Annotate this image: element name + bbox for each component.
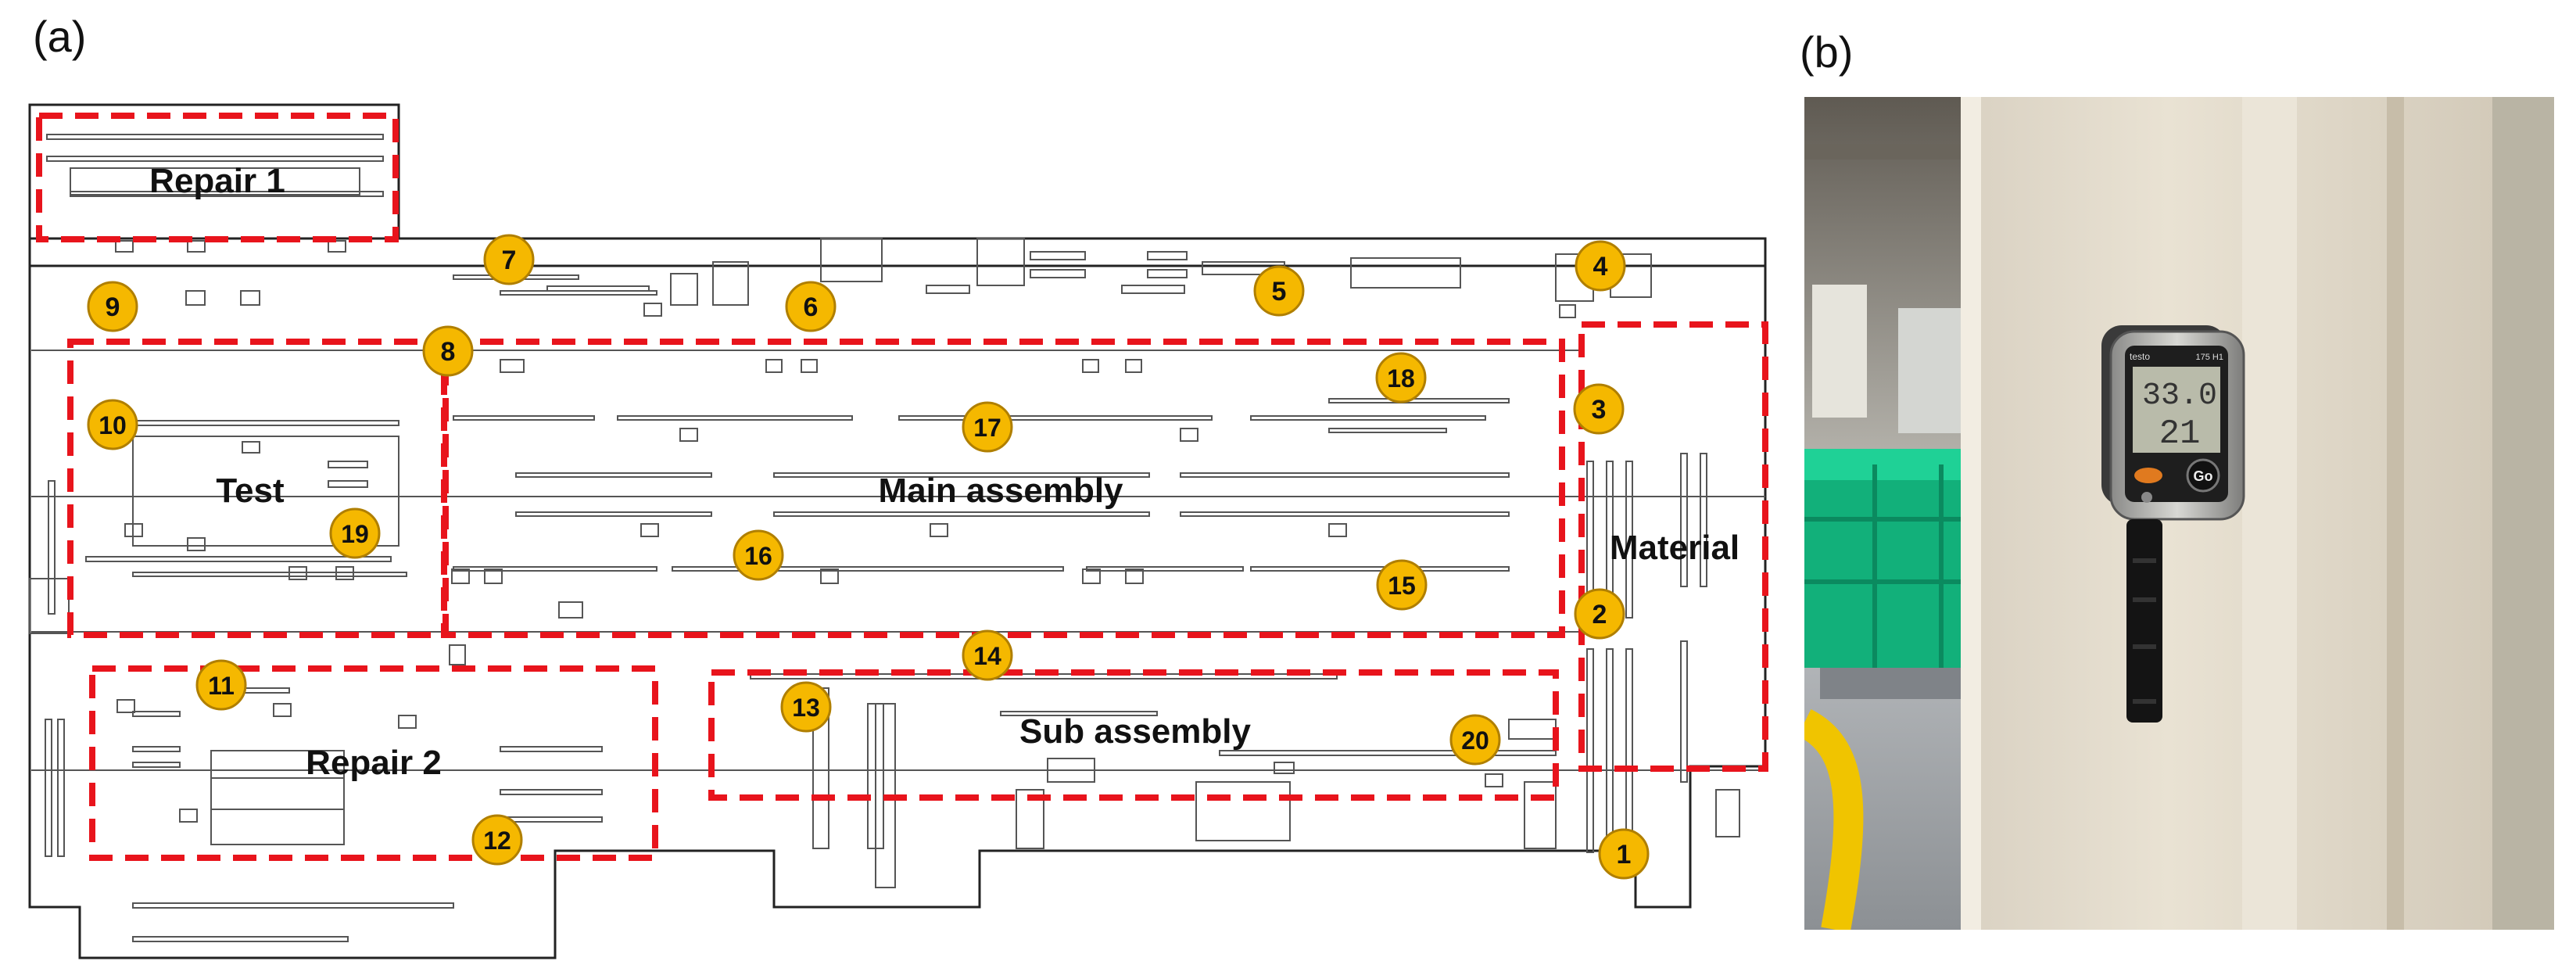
sensor-marker-circle bbox=[1573, 383, 1625, 435]
temperature-humidity-logger: testo 175 H1 33.0 21 Go bbox=[2101, 325, 2245, 723]
building-outline bbox=[28, 103, 1767, 959]
factory-floor-plan: Repair 1 Test Main assembly Material Rep… bbox=[28, 103, 1768, 959]
sensor-marker-label: 2 bbox=[1593, 600, 1607, 629]
sensor-marker-14: 14 bbox=[962, 629, 1013, 681]
zone-outlines bbox=[36, 113, 1768, 861]
sensor-marker-label: 6 bbox=[804, 292, 819, 322]
zone-repair-2-outline bbox=[89, 665, 658, 861]
zone-main-assembly-outline bbox=[441, 339, 1565, 638]
sensor-marker-circle bbox=[785, 281, 837, 332]
sensor-marker-18: 18 bbox=[1375, 352, 1427, 403]
sensor-marker-circle bbox=[87, 281, 138, 332]
sensor-marker-17: 17 bbox=[962, 401, 1013, 453]
sensor-marker-16: 16 bbox=[733, 529, 784, 581]
sensor-marker-circle bbox=[962, 629, 1013, 681]
sensor-marker-label: 8 bbox=[441, 337, 456, 367]
sensor-marker-label: 19 bbox=[341, 520, 369, 548]
logger-reading-top: 33.0 bbox=[2142, 378, 2217, 414]
sensor-marker-label: 4 bbox=[1593, 252, 1608, 282]
sensor-marker-7: 7 bbox=[483, 234, 535, 285]
sensor-marker-label: 20 bbox=[1461, 726, 1489, 755]
sensor-marker-6: 6 bbox=[785, 281, 837, 332]
sensor-marker-circle bbox=[483, 234, 535, 285]
sensor-marker-label: 9 bbox=[106, 292, 120, 322]
panel-b-label: (b) bbox=[1800, 27, 1854, 77]
sensor-marker-9: 9 bbox=[87, 281, 138, 332]
sensor-marker-label: 18 bbox=[1387, 364, 1415, 393]
yellow-guard-rail bbox=[1804, 709, 1864, 930]
sensor-marker-label: 15 bbox=[1388, 572, 1416, 600]
zone-material-label: Material bbox=[1610, 529, 1739, 567]
zone-repair-1-outline bbox=[36, 113, 399, 242]
sensor-marker-4: 4 bbox=[1575, 240, 1626, 292]
sensor-marker-20: 20 bbox=[1449, 714, 1501, 766]
sensor-marker-label: 1 bbox=[1617, 840, 1632, 870]
logger-model-text: 175 H1 bbox=[2196, 353, 2223, 362]
sensor-marker-label: 3 bbox=[1592, 395, 1607, 425]
sensor-marker-circle bbox=[195, 659, 247, 711]
sensor-marker-circle bbox=[87, 399, 138, 450]
sensor-marker-circle bbox=[1376, 559, 1428, 611]
data-logger-photo: testo 175 H1 33.0 21 Go bbox=[1804, 97, 2554, 930]
zone-test-label: Test bbox=[216, 472, 285, 510]
sensor-marker-10: 10 bbox=[87, 399, 138, 450]
sensor-marker-1: 1 bbox=[1598, 828, 1650, 880]
sensor-marker-19: 19 bbox=[329, 507, 381, 559]
sensor-marker-circle bbox=[471, 814, 523, 866]
sensor-marker-5: 5 bbox=[1253, 265, 1305, 317]
equipment-lines bbox=[29, 134, 1765, 942]
sensor-marker-circle bbox=[1574, 588, 1625, 640]
sensor-marker-label: 10 bbox=[99, 411, 127, 439]
zone-sub-assembly-label: Sub assembly bbox=[1019, 712, 1251, 751]
sensor-marker-12: 12 bbox=[471, 814, 523, 866]
zone-repair-1-label: Repair 1 bbox=[149, 162, 285, 200]
sensor-marker-label: 7 bbox=[502, 246, 517, 275]
panel-a-label: (a) bbox=[33, 12, 87, 61]
sensor-marker-circle bbox=[329, 507, 381, 559]
sensor-marker-circle bbox=[1375, 352, 1427, 403]
sensor-marker-label: 5 bbox=[1272, 277, 1287, 307]
sensor-marker-circle bbox=[1449, 714, 1501, 766]
zone-repair-2-label: Repair 2 bbox=[306, 744, 442, 782]
logger-go-button bbox=[2186, 458, 2220, 493]
sensor-marker-2: 2 bbox=[1574, 588, 1625, 640]
logger-lcd-display bbox=[2133, 367, 2220, 453]
sensor-marker-label: 17 bbox=[973, 414, 1001, 442]
sensor-marker-8: 8 bbox=[422, 325, 474, 377]
zone-main-assembly-label: Main assembly bbox=[878, 472, 1123, 510]
sensor-marker-label: 13 bbox=[792, 694, 820, 722]
sensor-marker-label: 14 bbox=[973, 642, 1001, 670]
zone-sub-assembly-outline bbox=[708, 669, 1559, 801]
sensor-marker-circle bbox=[780, 681, 832, 733]
sensor-marker-label: 12 bbox=[483, 827, 511, 855]
sensor-marker-circle bbox=[1598, 828, 1650, 880]
sensor-marker-circle bbox=[733, 529, 784, 581]
sensor-marker-circle bbox=[1253, 265, 1305, 317]
sensor-marker-11: 11 bbox=[195, 659, 247, 711]
logger-reading-bottom: 21 bbox=[2159, 414, 2201, 454]
logger-logo-icon bbox=[2134, 468, 2162, 483]
sensor-marker-circle bbox=[422, 325, 474, 377]
sensor-marker-15: 15 bbox=[1376, 559, 1428, 611]
sensor-marker-label: 11 bbox=[208, 672, 235, 700]
sensor-marker-3: 3 bbox=[1573, 383, 1625, 435]
zone-material-outline bbox=[1578, 321, 1768, 772]
sensor-marker-13: 13 bbox=[780, 681, 832, 733]
sensor-marker-label: 16 bbox=[744, 542, 772, 570]
logger-brand-text: testo bbox=[2130, 351, 2150, 362]
sensor-marker-circle bbox=[962, 401, 1013, 453]
machine-cabinet bbox=[1812, 285, 1867, 418]
logger-probe bbox=[2126, 519, 2162, 723]
logger-go-label: Go bbox=[2194, 468, 2213, 484]
sensor-marker-circle bbox=[1575, 240, 1626, 292]
